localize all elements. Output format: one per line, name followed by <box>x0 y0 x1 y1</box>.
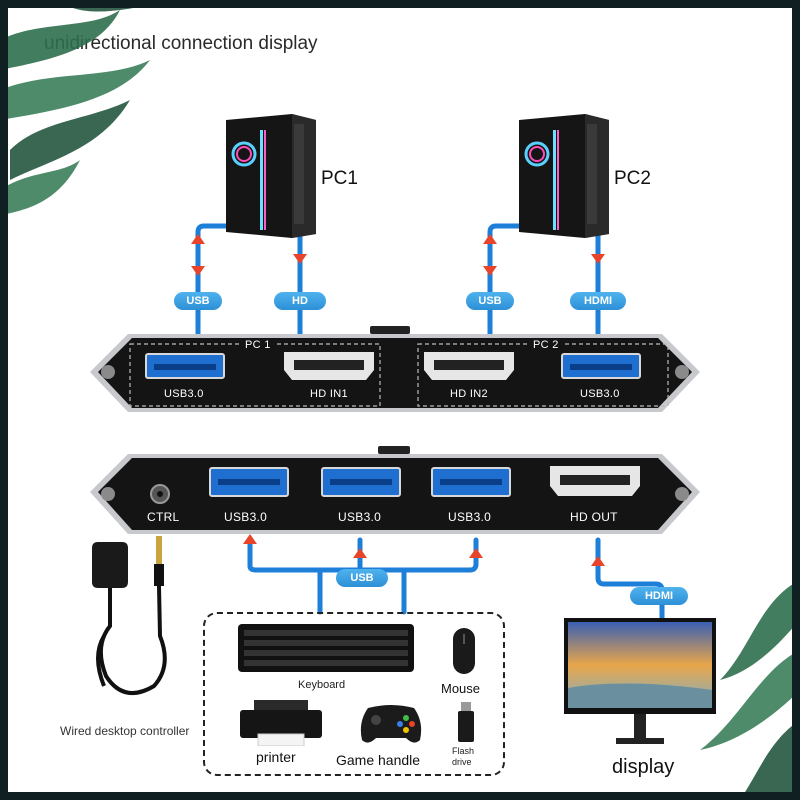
monitor-icon <box>564 618 716 744</box>
wired-controller-icon <box>92 536 167 696</box>
flash-drive-icon <box>458 702 474 742</box>
printer-label: printer <box>256 749 296 765</box>
pc1-tower-icon <box>226 114 316 238</box>
arrow-up <box>353 548 367 558</box>
arrow-up <box>243 534 257 544</box>
printer-icon <box>240 700 322 746</box>
hdmi-out-cable <box>595 537 665 629</box>
diagram-title: unidirectional connection display <box>44 33 318 54</box>
port-label-hd-out: HD OUT <box>570 510 618 524</box>
pc2-label: PC2 <box>614 168 651 189</box>
port-label-usb: USB3.0 <box>338 510 382 524</box>
pc2-tower-icon <box>519 114 609 238</box>
arrow-up <box>591 556 605 566</box>
mouse-icon <box>453 628 475 674</box>
arrow-down <box>591 254 605 264</box>
arrow-down <box>483 266 497 276</box>
pc2-usb-cable <box>487 212 528 343</box>
pc1-usb-cable <box>195 212 235 343</box>
pc2-hdmi-tag: HDMI <box>570 292 626 310</box>
pc1-usb-tag: USB <box>174 292 222 310</box>
pc2-usb-tag: USB <box>466 292 514 310</box>
port-label-usb: USB3.0 <box>164 388 204 400</box>
keyboard-icon <box>238 624 414 672</box>
pc1-hd-tag: HD <box>274 292 326 310</box>
switch-top-panel <box>90 326 700 412</box>
hdmi-out-tag: HDMI <box>630 587 688 605</box>
port-label-usb: USB3.0 <box>580 388 620 400</box>
arrow-down <box>191 266 205 276</box>
arrow-down <box>293 254 307 264</box>
port-label-usb: USB3.0 <box>448 510 492 524</box>
controller-label: Wired desktop controller <box>60 724 190 738</box>
pc1-label: PC1 <box>321 168 358 189</box>
flash-drive-label: Flash drive <box>452 746 475 767</box>
peripherals-group <box>203 612 505 776</box>
arrow-up <box>191 234 205 244</box>
display-label: display <box>612 756 675 778</box>
port-label-usb: USB3.0 <box>224 510 268 524</box>
port-label-hd-in2: HD IN2 <box>450 388 488 400</box>
port-label-ctrl: CTRL <box>147 510 180 524</box>
group-pc1-label: PC 1 <box>242 339 274 351</box>
leaf-decoration-right <box>700 580 800 800</box>
switch-bottom-panel <box>90 446 700 534</box>
keyboard-label: Keyboard <box>298 679 346 691</box>
arrow-up <box>483 234 497 244</box>
mouse-label: Mouse <box>441 681 481 696</box>
usb-hub-tag: USB <box>336 569 388 587</box>
arrow-up <box>469 548 483 558</box>
port-label-hd-in1: HD IN1 <box>310 388 348 400</box>
leaf-decoration-left <box>0 0 170 215</box>
game-handle-label: Game handle <box>336 752 421 768</box>
group-pc2-label: PC 2 <box>530 339 562 351</box>
gamepad-icon <box>360 705 422 743</box>
